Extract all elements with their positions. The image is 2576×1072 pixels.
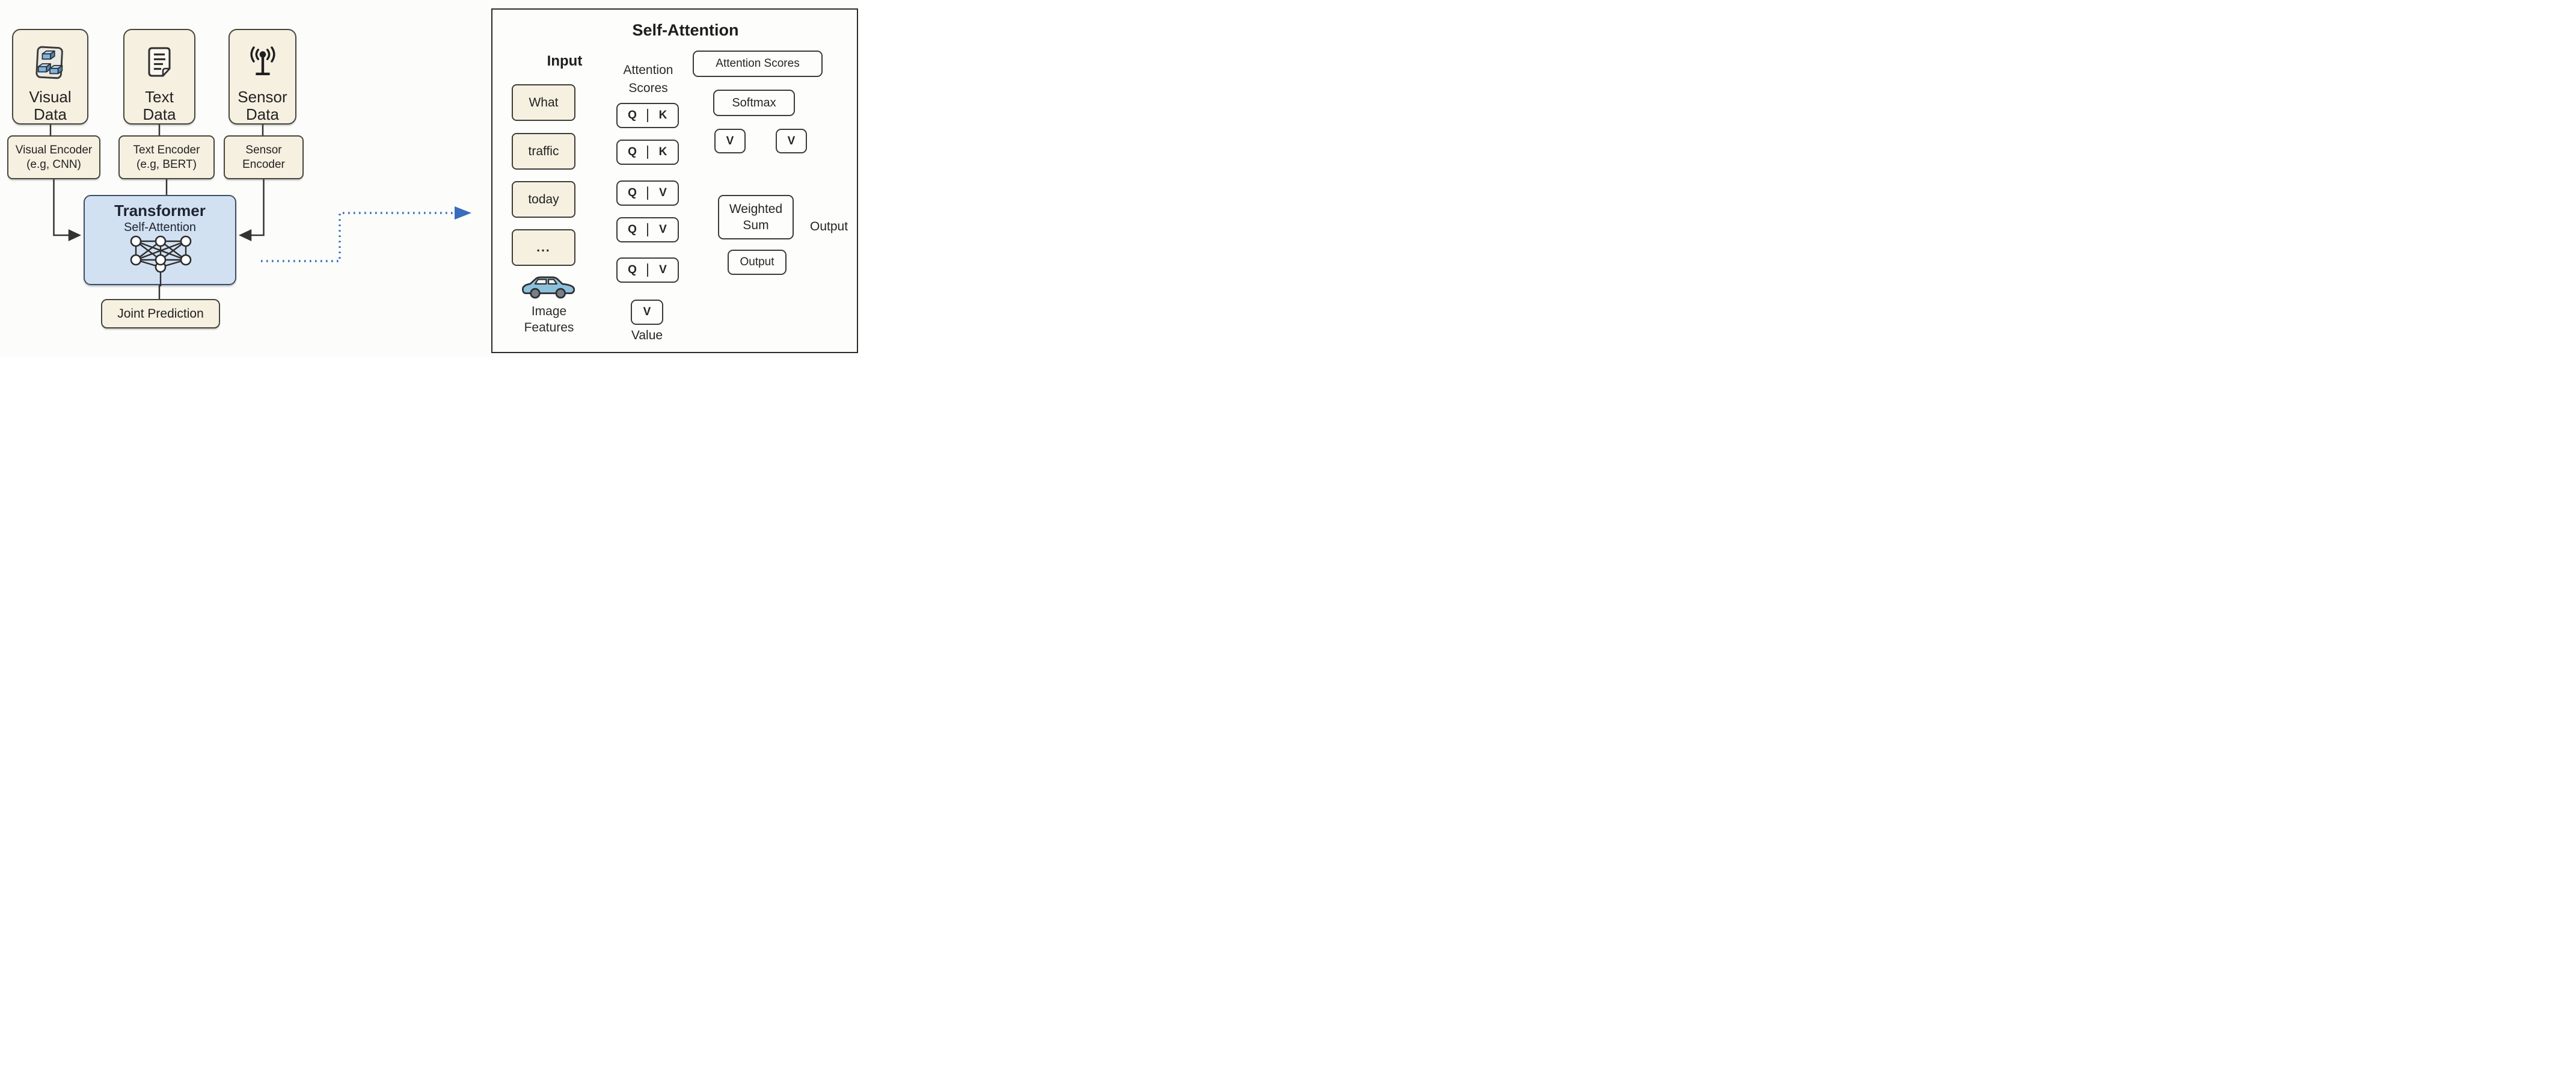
qk2-k-label: K <box>647 146 678 159</box>
weighted-sum-box: Weighted Sum <box>718 195 794 239</box>
v-left-label: V <box>726 134 734 147</box>
weighted-sum-line2: Sum <box>743 218 769 232</box>
antenna-icon <box>246 30 280 87</box>
text-encoder-line1: Text Encoder <box>133 143 200 156</box>
token-traffic-label: traffic <box>528 144 559 158</box>
value-caption: Value <box>631 328 663 342</box>
input-heading: Input <box>547 53 583 69</box>
token-what-label: What <box>529 95 559 109</box>
v-right-label: V <box>787 134 796 147</box>
attention-scores-heading-line2: Scores <box>628 81 668 95</box>
attention-scores-box: Attention Scores <box>693 51 823 77</box>
sensor-encoder-line1: Sensor <box>245 143 282 156</box>
qv-box-2: Q V <box>616 217 679 242</box>
sensor-encoder-line2: Encoder <box>242 158 285 171</box>
softmax-box: Softmax <box>713 90 795 116</box>
image-stack-icon <box>33 30 68 87</box>
image-features-caption: Image Features <box>518 303 580 336</box>
qk2-q-label: Q <box>628 146 637 158</box>
qk1-k-label: K <box>647 109 678 122</box>
visual-encoder-line1: Visual Encoder <box>15 143 93 156</box>
token-traffic: traffic <box>512 133 575 170</box>
qv3-v-label: V <box>647 263 678 277</box>
token-today: today <box>512 181 575 218</box>
text-data-box: Text Data <box>123 29 195 125</box>
value-v-label: V <box>643 306 651 318</box>
text-data-label-line2: Data <box>143 105 176 123</box>
joint-prediction-label: Joint Prediction <box>117 306 204 321</box>
output-box: Output <box>728 250 787 275</box>
visual-data-label-line1: Visual <box>29 88 72 106</box>
image-features-line2: Features <box>524 321 574 334</box>
qv2-q-label: Q <box>628 223 637 236</box>
output-box-label: Output <box>740 256 774 268</box>
visual-data-label-line2: Data <box>34 105 67 123</box>
visual-data-box: Visual Data <box>12 29 88 125</box>
image-features-line1: Image <box>531 304 567 318</box>
qk-box-1: Q K <box>616 103 679 128</box>
attention-scores-heading: Attention Scores <box>609 61 687 97</box>
v-right-box: V <box>776 129 807 153</box>
sensor-data-box: Sensor Data <box>228 29 296 125</box>
token-ellipsis: ... <box>512 229 575 266</box>
qv-box-1: Q V <box>616 180 679 206</box>
joint-prediction-box: Joint Prediction <box>101 299 220 328</box>
sensor-data-label-line2: Data <box>246 105 279 123</box>
zoom-arrow-head <box>455 206 471 220</box>
token-today-label: today <box>528 192 559 206</box>
sensor-data-label-line1: Sensor <box>238 88 287 106</box>
qk1-q-label: Q <box>628 109 637 122</box>
car-icon <box>521 273 577 301</box>
token-ellipsis-label: ... <box>536 240 551 254</box>
softmax-box-label: Softmax <box>732 96 776 109</box>
qv-box-3: Q V <box>616 257 679 283</box>
diagram-canvas: Visual Data Text Data <box>0 0 859 357</box>
visual-encoder-box: Visual Encoder (e.g, CNN) <box>7 135 100 179</box>
panel-title: Self-Attention <box>632 21 739 39</box>
text-data-label-line1: Text <box>145 88 174 106</box>
zoom-arrow-dotted-line <box>261 212 455 262</box>
value-v-box: V <box>631 300 663 325</box>
transformer-box: Transformer Self-Attention <box>84 195 236 286</box>
qv3-q-label: Q <box>628 263 637 276</box>
sensor-encoder-box: Sensor Encoder <box>224 135 304 179</box>
transformer-subtitle: Self-Attention <box>123 221 197 234</box>
weighted-sum-line1: Weighted <box>729 202 783 216</box>
text-encoder-box: Text Encoder (e.g, BERT) <box>118 135 215 179</box>
attention-scores-box-label: Attention Scores <box>716 57 800 70</box>
qk-box-2: Q K <box>616 140 679 165</box>
text-encoder-line2: (e.g, BERT) <box>136 158 197 171</box>
qv1-q-label: Q <box>628 186 637 199</box>
token-what: What <box>512 84 575 121</box>
visual-encoder-line2: (e.g, CNN) <box>26 158 81 171</box>
neural-network-icon <box>130 235 192 286</box>
transformer-title: Transformer <box>114 202 206 220</box>
v-left-box: V <box>714 129 746 153</box>
output-text: Output <box>810 220 848 233</box>
qv1-v-label: V <box>647 186 678 200</box>
qv2-v-label: V <box>647 223 678 236</box>
attention-scores-heading-line1: Attention <box>623 63 673 77</box>
document-icon <box>145 30 174 87</box>
